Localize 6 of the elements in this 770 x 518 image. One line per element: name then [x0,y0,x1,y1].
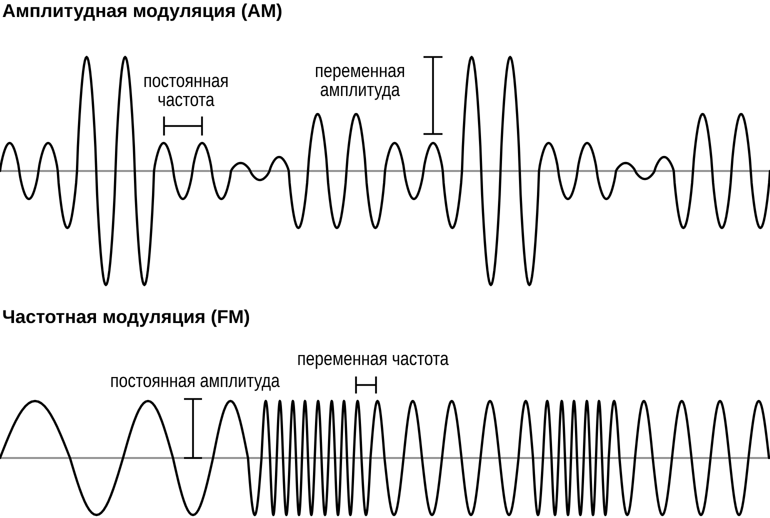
annotation-label: постоянная частота [144,76,228,106]
annotation-label: переменная частота [298,354,449,369]
section-title: Частотная модуляция (FM) [3,310,250,327]
annotation-label: переменная амплитуда [316,66,404,100]
section-title: Амплитудная модуляция (AM) [2,4,282,21]
annotation-label: постоянная амплитуда [111,376,280,391]
